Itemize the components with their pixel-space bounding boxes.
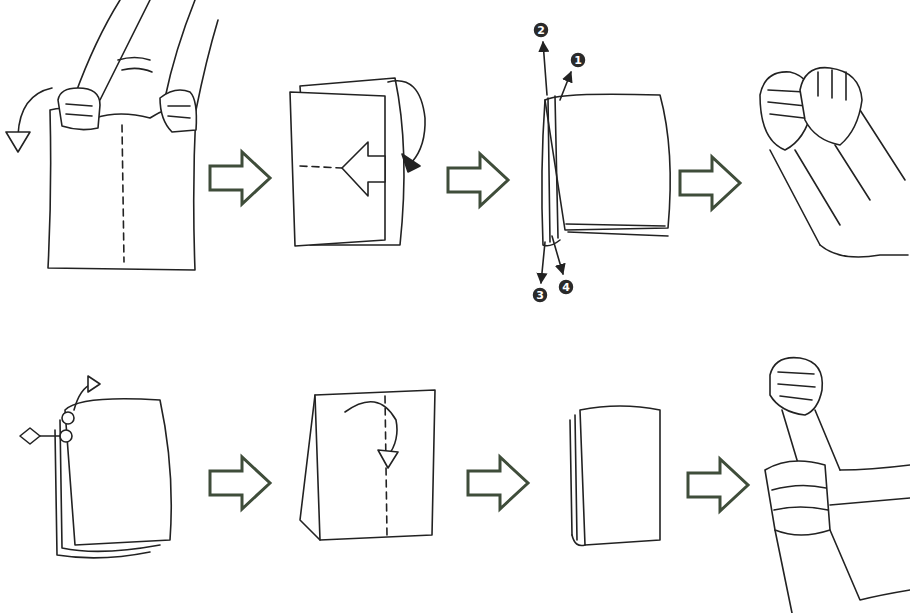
callout-outline — [533, 22, 549, 38]
fold-arrow — [345, 402, 397, 456]
towel — [545, 94, 670, 230]
callout-circle: 2 — [532, 21, 550, 39]
left-hand — [58, 88, 100, 130]
callout-circle: 3 — [531, 286, 549, 304]
pull-arrow — [560, 72, 571, 100]
callout-circle: 1 — [569, 51, 587, 69]
towel — [765, 461, 830, 535]
step-arrow — [210, 152, 270, 204]
step-arrow — [680, 157, 740, 209]
right-hand — [160, 90, 196, 132]
pull-arrow — [552, 236, 563, 274]
arm-with-towel — [765, 358, 910, 613]
pull-arrow-head — [88, 376, 100, 392]
fingers — [818, 70, 846, 100]
callout-number: 2 — [537, 25, 545, 36]
step-arrows — [210, 152, 748, 511]
towel — [65, 399, 171, 545]
upper-arm — [775, 530, 910, 613]
callout-outline — [570, 52, 586, 68]
towel — [580, 406, 660, 545]
turn-arrow — [388, 81, 425, 162]
step-arrow — [688, 459, 748, 511]
pinch-point — [60, 430, 72, 442]
towel-folded-half — [290, 78, 425, 246]
towel-folded-narrow — [570, 406, 660, 546]
towel-layers — [570, 415, 577, 540]
callout-outline — [558, 279, 574, 295]
fold-arrow-head — [378, 450, 398, 468]
towel-held-open — [6, 0, 218, 270]
other-arm — [830, 465, 910, 505]
callout-outline — [532, 287, 548, 303]
towel — [315, 390, 435, 540]
pull-arrow-head — [20, 428, 40, 444]
pull-arrow — [543, 42, 547, 95]
towel-layers — [572, 535, 585, 546]
towel-stack-corners — [541, 42, 670, 283]
crossed-arms — [760, 68, 908, 257]
turn-arrow — [18, 88, 52, 135]
fold-line — [122, 125, 124, 262]
towel-front — [290, 92, 385, 246]
left-arm — [75, 0, 150, 100]
step-arrow — [468, 457, 528, 509]
pinch-point — [62, 412, 74, 424]
step-arrow — [448, 154, 508, 206]
fingers — [66, 104, 92, 116]
fold-arrow — [342, 142, 385, 196]
callout-number: 4 — [562, 282, 570, 293]
turn-arrow-head — [6, 132, 30, 152]
towel-layers — [772, 485, 828, 510]
fist — [770, 358, 822, 415]
fingers — [778, 372, 815, 400]
callout-circle: 4 — [557, 278, 575, 296]
towel-stack-pinch — [20, 376, 171, 558]
step-arrow — [210, 457, 270, 509]
callout-number: 3 — [536, 290, 544, 301]
towel-layers — [542, 96, 560, 246]
towel-fold-over — [300, 390, 435, 540]
fingers — [168, 106, 190, 118]
pull-arrow — [541, 242, 545, 283]
callout-number: 1 — [574, 55, 582, 66]
sleeve-lines — [118, 58, 152, 73]
fold-line — [300, 166, 342, 168]
fist — [800, 68, 862, 145]
towel-layers — [566, 224, 668, 236]
turn-arrow-head — [402, 154, 420, 172]
elbow — [820, 245, 908, 257]
